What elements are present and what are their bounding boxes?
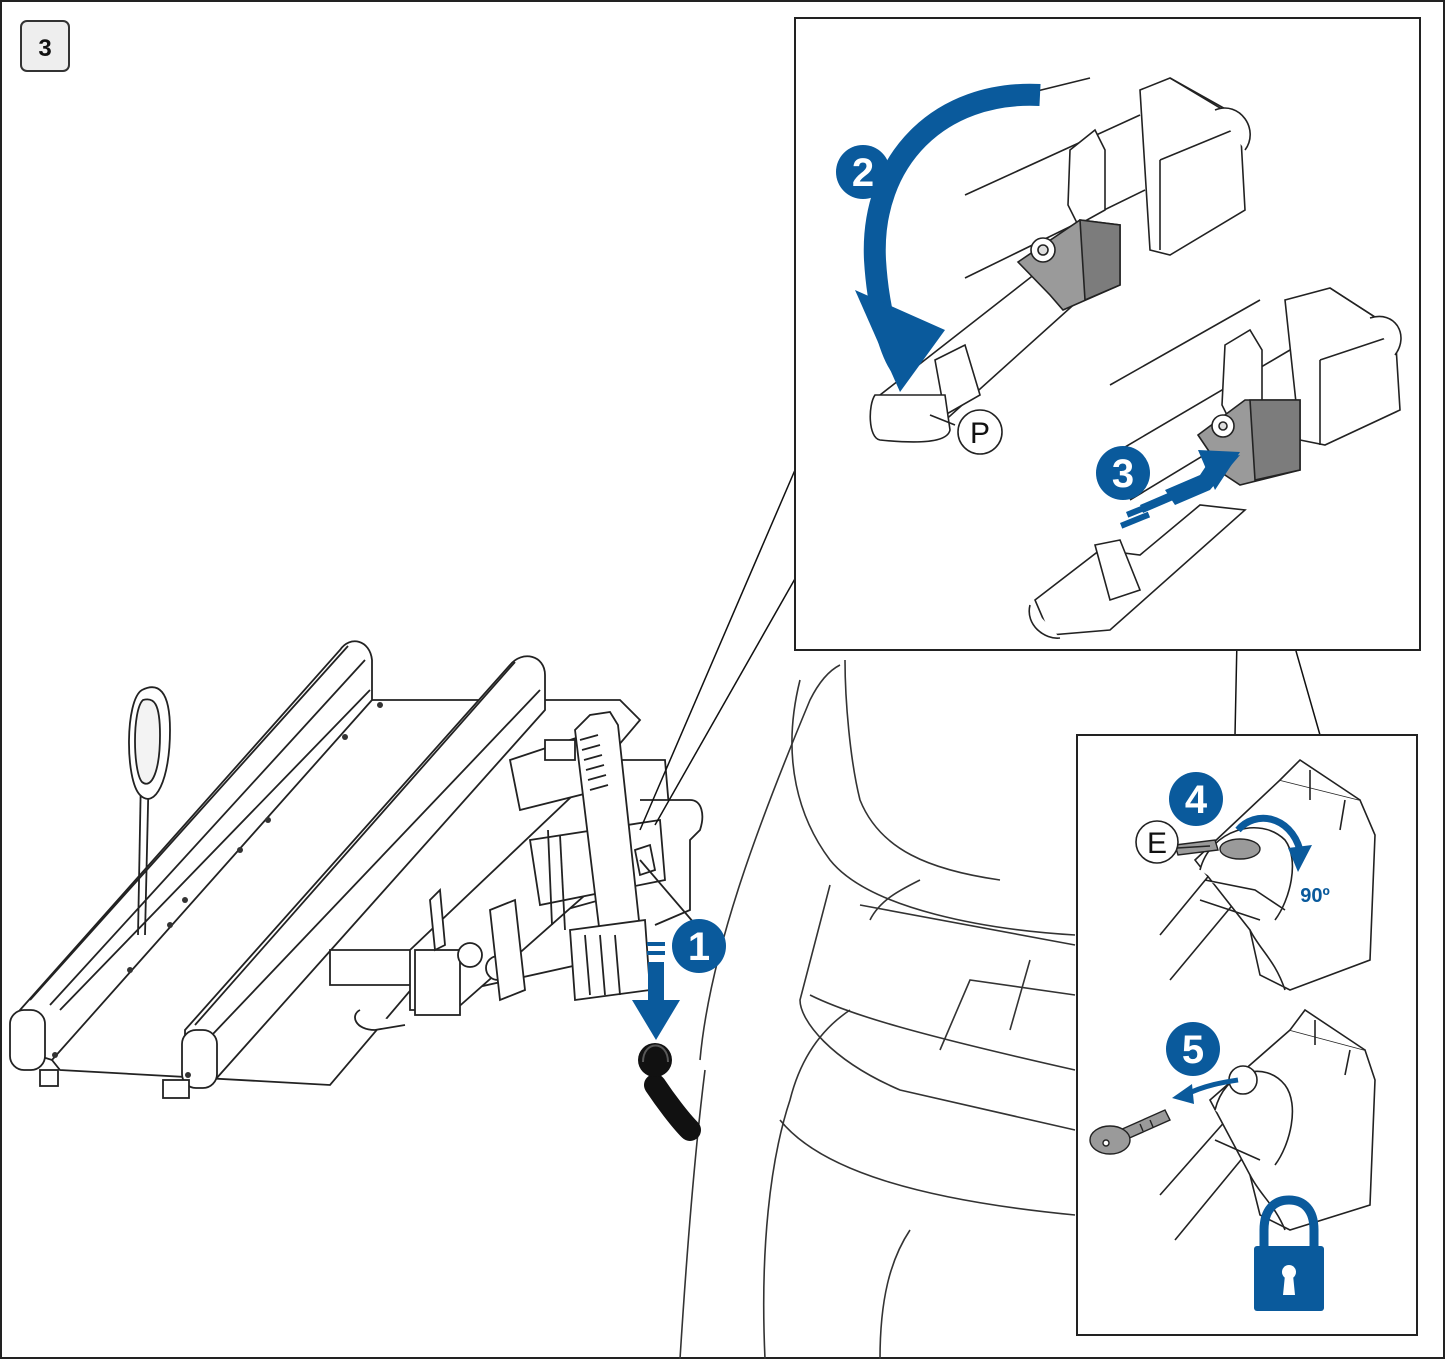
car-rear bbox=[679, 659, 1076, 1359]
step-badge-5-label: 5 bbox=[1182, 1028, 1204, 1072]
rotation-arrow bbox=[1235, 814, 1312, 872]
step-badge-2-label: 2 bbox=[852, 151, 874, 195]
inset-panel-lever: P bbox=[794, 17, 1421, 651]
step-number-box: 3 bbox=[20, 20, 70, 72]
step-badge-2: 2 bbox=[836, 145, 890, 199]
rotation-angle-label: 90º bbox=[1300, 885, 1330, 907]
step-number: 3 bbox=[38, 35, 51, 62]
inset-panel-key: E 90º bbox=[1076, 734, 1418, 1336]
curved-arrow bbox=[855, 83, 1041, 392]
step-badge-3-label: 3 bbox=[1112, 452, 1134, 496]
step-badge-4-label: 4 bbox=[1185, 778, 1208, 822]
callout-key-letter: E bbox=[1147, 827, 1167, 860]
callout-lever-letter: P bbox=[970, 417, 990, 450]
step-badge-5: 5 bbox=[1166, 1022, 1220, 1076]
step-badge-3: 3 bbox=[1096, 446, 1150, 500]
key-in-lock bbox=[1174, 838, 1261, 860]
down-arrow bbox=[632, 942, 680, 1040]
key-icon bbox=[1089, 1109, 1171, 1155]
step-badge-1: 1 bbox=[672, 919, 726, 973]
padlock-locked-icon bbox=[1254, 1195, 1324, 1311]
bike-carrier bbox=[9, 640, 704, 1099]
step-badge-4: 4 bbox=[1169, 772, 1223, 826]
removal-arrow bbox=[1172, 1077, 1239, 1104]
push-arrow bbox=[1120, 450, 1240, 529]
tow-ball-icon bbox=[638, 1043, 701, 1141]
step-badge-1-label: 1 bbox=[688, 925, 710, 969]
